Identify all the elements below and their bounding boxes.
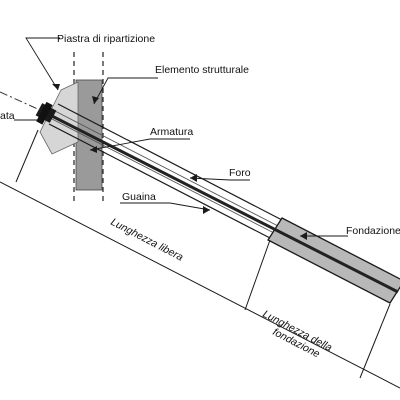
arrow-elemento <box>92 96 99 104</box>
leader-foro <box>189 177 250 181</box>
label-elemento: Elemento strutturale <box>155 64 249 76</box>
borehole-lower-line <box>48 123 271 239</box>
label-guaina: Guaina <box>122 191 156 203</box>
leader-elemento <box>93 77 158 105</box>
dimension-label-libera: Lunghezza libera <box>109 216 186 264</box>
anchor-nut <box>36 101 53 125</box>
leader-piastra <box>25 37 60 91</box>
leader-guaina <box>120 202 211 211</box>
tendon-bar <box>45 111 399 294</box>
dimension-extension-end <box>359 303 391 379</box>
tendon-axis-extension <box>0 91 41 111</box>
dimension-extension-mid <box>244 239 271 311</box>
arrow-guaina <box>203 206 210 214</box>
sheath-lower-line <box>51 118 277 235</box>
dimension-extension-start <box>15 129 39 183</box>
arrow-foro <box>190 174 197 182</box>
label-piastra: Piastra di ripartizione <box>57 33 155 45</box>
leader-armatura <box>89 138 190 151</box>
label-fondazione: Fondazione <box>346 225 400 237</box>
label-armatura: Armatura <box>150 126 193 138</box>
sheath-upper-line <box>54 110 281 228</box>
arrow-armatura <box>90 146 97 153</box>
dimension-line-main <box>0 181 400 389</box>
label-foro: Foro <box>229 167 251 179</box>
borehole-upper-line <box>57 103 283 221</box>
label-testata: ata <box>0 110 15 122</box>
arrow-fondazione <box>300 232 307 240</box>
arrow-piastra <box>52 84 60 90</box>
